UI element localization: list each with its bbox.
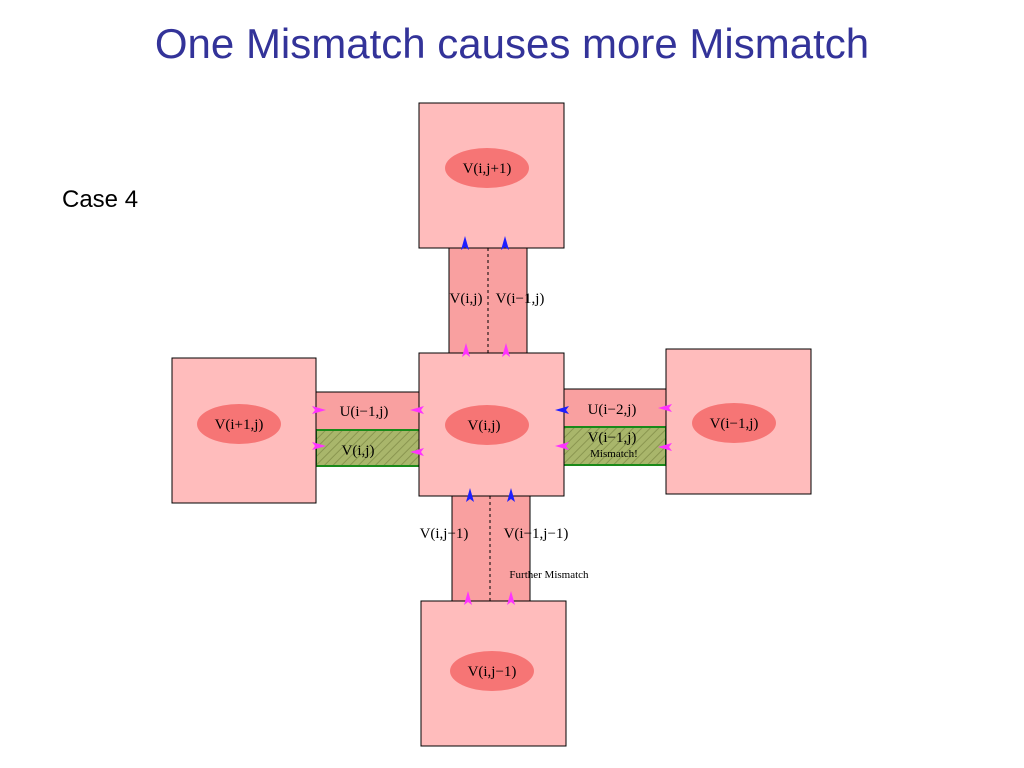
cell-bottom-label: V(i,j−1) bbox=[468, 664, 517, 680]
slide-title: One Mismatch causes more Mismatch bbox=[154, 20, 870, 67]
further-mismatch-note: Further Mismatch bbox=[509, 569, 589, 581]
arrow-magenta-up-icon bbox=[464, 591, 472, 605]
cell-center-ellipse bbox=[445, 405, 529, 445]
cell-right-label: V(i−1,j) bbox=[710, 416, 759, 432]
cell-top-ellipse bbox=[445, 148, 529, 188]
cell-right-ellipse bbox=[692, 403, 776, 443]
channel-top-right-label: V(i−1,j) bbox=[496, 291, 545, 307]
channel-bottom bbox=[451, 495, 531, 602]
arrow-blue-up-icon bbox=[501, 236, 509, 250]
cell-left: V(i+1,j) bbox=[171, 357, 317, 504]
channel-right-top-label: U(i−2,j) bbox=[588, 402, 637, 418]
mismatch-note: Mismatch! bbox=[590, 448, 638, 460]
arrow-magenta-left-icon bbox=[410, 448, 424, 456]
arrow-magenta-left-icon bbox=[658, 443, 672, 451]
arrow-magenta-up-icon bbox=[507, 591, 515, 605]
cell-bottom-ellipse bbox=[450, 651, 534, 691]
channel-bottom-right-label: V(i−1,j−1) bbox=[504, 526, 569, 542]
cell-top-label: V(i,j+1) bbox=[463, 161, 512, 177]
arrow-magenta-left-icon bbox=[658, 404, 672, 412]
arrow-magenta-right-icon bbox=[312, 442, 326, 450]
case-label: Case 4 bbox=[62, 186, 139, 213]
arrow-magenta-left-icon bbox=[410, 406, 424, 414]
arrow-magenta-right-icon bbox=[312, 406, 326, 414]
cell-top: V(i,j+1) bbox=[418, 102, 565, 249]
cell-center-label: V(i,j) bbox=[468, 418, 501, 434]
cell-right: V(i−1,j) bbox=[665, 348, 812, 495]
channel-right-upper bbox=[562, 388, 667, 428]
arrow-magenta-left-icon bbox=[555, 442, 569, 450]
arrow-blue-left-icon bbox=[555, 406, 569, 414]
cell-left-label: V(i+1,j) bbox=[215, 417, 264, 433]
channel-bottom-left-label: V(i,j−1) bbox=[420, 526, 469, 542]
cell-left-ellipse bbox=[197, 404, 281, 444]
arrow-magenta-up-icon bbox=[502, 343, 510, 357]
channel-right-bottom-label: V(i−1,j) bbox=[588, 430, 637, 446]
channel-left-bottom-label: V(i,j) bbox=[342, 443, 375, 459]
channel-left-top-label: U(i−1,j) bbox=[340, 404, 389, 420]
cell-bottom: V(i,j−1) bbox=[420, 600, 567, 747]
arrow-blue-up-icon bbox=[461, 236, 469, 250]
cell-center: V(i,j) bbox=[418, 352, 565, 497]
arrow-blue-up-icon bbox=[507, 488, 515, 502]
arrow-blue-up-icon bbox=[466, 488, 474, 502]
channel-top-left-label: V(i,j) bbox=[450, 291, 483, 307]
arrow-magenta-up-icon bbox=[462, 343, 470, 357]
